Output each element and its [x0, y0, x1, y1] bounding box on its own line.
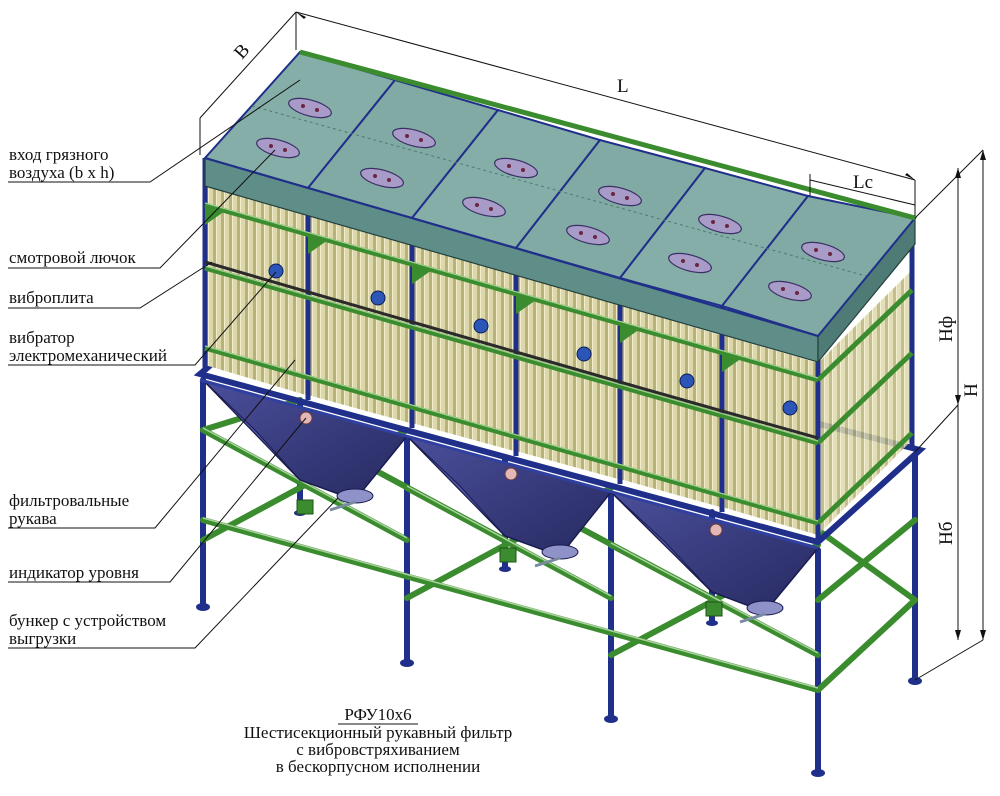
- callout-dirty-air-inlet-line2: воздуха (b x h): [9, 163, 114, 182]
- callout-inspection-hatch: смотровой лючок: [9, 248, 137, 267]
- dim-length-label: L: [617, 76, 629, 97]
- dim-bunker-height-label: Hб: [936, 522, 957, 545]
- caption-line3: в бескорпусном исполнении: [276, 757, 480, 776]
- dim-width-label: B: [230, 40, 254, 63]
- filter-bags: [205, 185, 912, 535]
- callout-hopper-line1: бункер с устройством: [9, 611, 166, 630]
- dim-total-height-label: H: [961, 383, 982, 397]
- caption-line2: с вибровстряхиванием: [296, 740, 460, 759]
- callout-leaders: [8, 79, 339, 649]
- callout-hopper-line2: выгрузки: [9, 629, 76, 648]
- callout-dirty-air-inlet-line1: вход грязного: [9, 145, 108, 164]
- dim-section-length-label: Lc: [853, 172, 873, 193]
- callout-vibration-plate: виброплита: [9, 288, 94, 307]
- callout-vibrator-line1: вибратор: [9, 328, 75, 347]
- filter-frame: [202, 158, 915, 540]
- caption-line1: Шестисекционный рукавный фильтр: [244, 723, 512, 742]
- callout-labels: вход грязного воздуха (b x h) смотровой …: [9, 145, 167, 648]
- caption-model: РФУ10х6: [344, 705, 411, 724]
- hoppers: [193, 286, 927, 624]
- filter-roof: [203, 49, 917, 364]
- callout-filter-bags-line1: фильтровальные: [9, 491, 129, 510]
- dimension-lines: [199, 11, 984, 681]
- dim-filter-height-label: Hф: [936, 316, 957, 342]
- callout-vibrator-line2: электромеханический: [9, 346, 167, 365]
- callout-level-indicator: индикатор уровня: [9, 563, 139, 582]
- caption: РФУ10х6 Шестисекционный рукавный фильтр …: [244, 705, 512, 776]
- callout-filter-bags-line2: рукава: [9, 509, 57, 528]
